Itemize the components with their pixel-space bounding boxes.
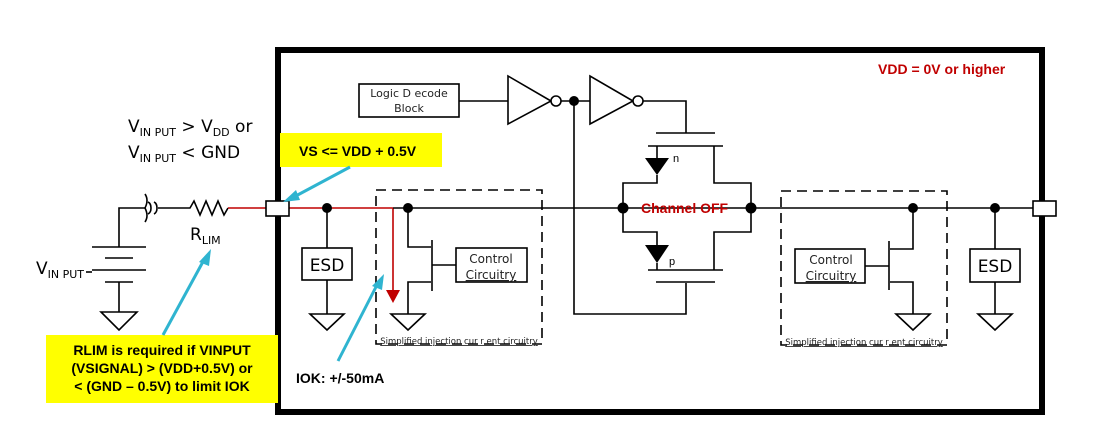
svg-text:n: n [673, 153, 679, 165]
device-frame [275, 47, 1045, 415]
vs-limit-callout: VS <= VDD + 0.5V [280, 133, 442, 202]
ground-icon [307, 313, 347, 332]
svg-text:ESD: ESD [978, 257, 1013, 277]
left-pin [265, 200, 290, 217]
logic-decode-section: Logic D ecode Block [358, 74, 687, 315]
svg-text:Control: Control [809, 253, 852, 267]
limiting-resistor: RLIM [186, 198, 229, 247]
svg-text:RLIM is required if VINPUT: RLIM is required if VINPUT [73, 342, 251, 358]
svg-text:Simplified injection cur r ent: Simplified injection cur r ent circuitry [785, 338, 943, 348]
ground-icon [388, 313, 428, 332]
svg-text:VS <= VDD + 0.5V: VS <= VDD + 0.5V [299, 143, 417, 159]
svg-text:p: p [669, 256, 675, 268]
svg-text:VIN PUT: VIN PUT [36, 259, 84, 281]
callout-arrow-icon [372, 274, 384, 290]
right-esd-block: ESD [969, 203, 1021, 332]
rlim-note-callout: RLIM is required if VINPUT (VSIGNAL) > (… [46, 249, 278, 403]
right-injection-circuitry: Control Circuitry Simplified injection c… [780, 190, 948, 348]
transmission-gate: n Channel OFF p [617, 132, 757, 283]
svg-text:Logic D ecode: Logic D ecode [370, 87, 448, 100]
diode-arrow-icon [645, 245, 669, 263]
svg-text:Simplified injection cur r ent: Simplified injection cur r ent circuitry [380, 337, 538, 347]
injection-arrow-icon [386, 290, 400, 303]
channel-state-label: Channel OFF [641, 200, 729, 216]
svg-text:Circuitry: Circuitry [806, 269, 857, 283]
svg-text:< (GND – 0.5V) to limit IOK: < (GND – 0.5V) to limit IOK [74, 378, 249, 394]
ground-icon [893, 313, 933, 332]
svg-text:VIN PUT < GND: VIN PUT < GND [128, 143, 240, 165]
callout-arrow-icon [283, 190, 300, 202]
iok-callout: IOK: +/-50mA [296, 274, 384, 386]
input-condition-text: VIN PUT > VDD or VIN PUT < GND [128, 117, 252, 165]
iok-label: IOK: +/-50mA [296, 370, 384, 386]
callout-arrow-icon [199, 249, 211, 266]
ground-icon [975, 313, 1015, 332]
svg-text:(VSIGNAL) > (VDD+0.5V) or: (VSIGNAL) > (VDD+0.5V) or [71, 360, 253, 376]
svg-text:Block: Block [394, 102, 424, 115]
svg-text:VIN PUT > VDD or: VIN PUT > VDD or [128, 117, 252, 139]
input-voltage-source: VIN PUT [36, 193, 186, 332]
svg-text:ESD: ESD [310, 256, 345, 276]
left-injection-circuitry: Control Circuitry Simplified injection c… [375, 189, 543, 347]
inverter-icon [507, 74, 553, 126]
svg-text:Control: Control [469, 252, 512, 266]
right-pin [1032, 200, 1057, 217]
vdd-annotation: VDD = 0V or higher [878, 61, 1006, 77]
diode-arrow-icon [645, 158, 669, 175]
inverter-icon [589, 74, 635, 126]
break-symbol-icon [144, 193, 148, 223]
ground-icon [99, 311, 139, 332]
left-esd-block: ESD [301, 203, 353, 332]
svg-text:RLIM: RLIM [190, 225, 221, 247]
svg-text:Circuitry: Circuitry [466, 268, 517, 282]
